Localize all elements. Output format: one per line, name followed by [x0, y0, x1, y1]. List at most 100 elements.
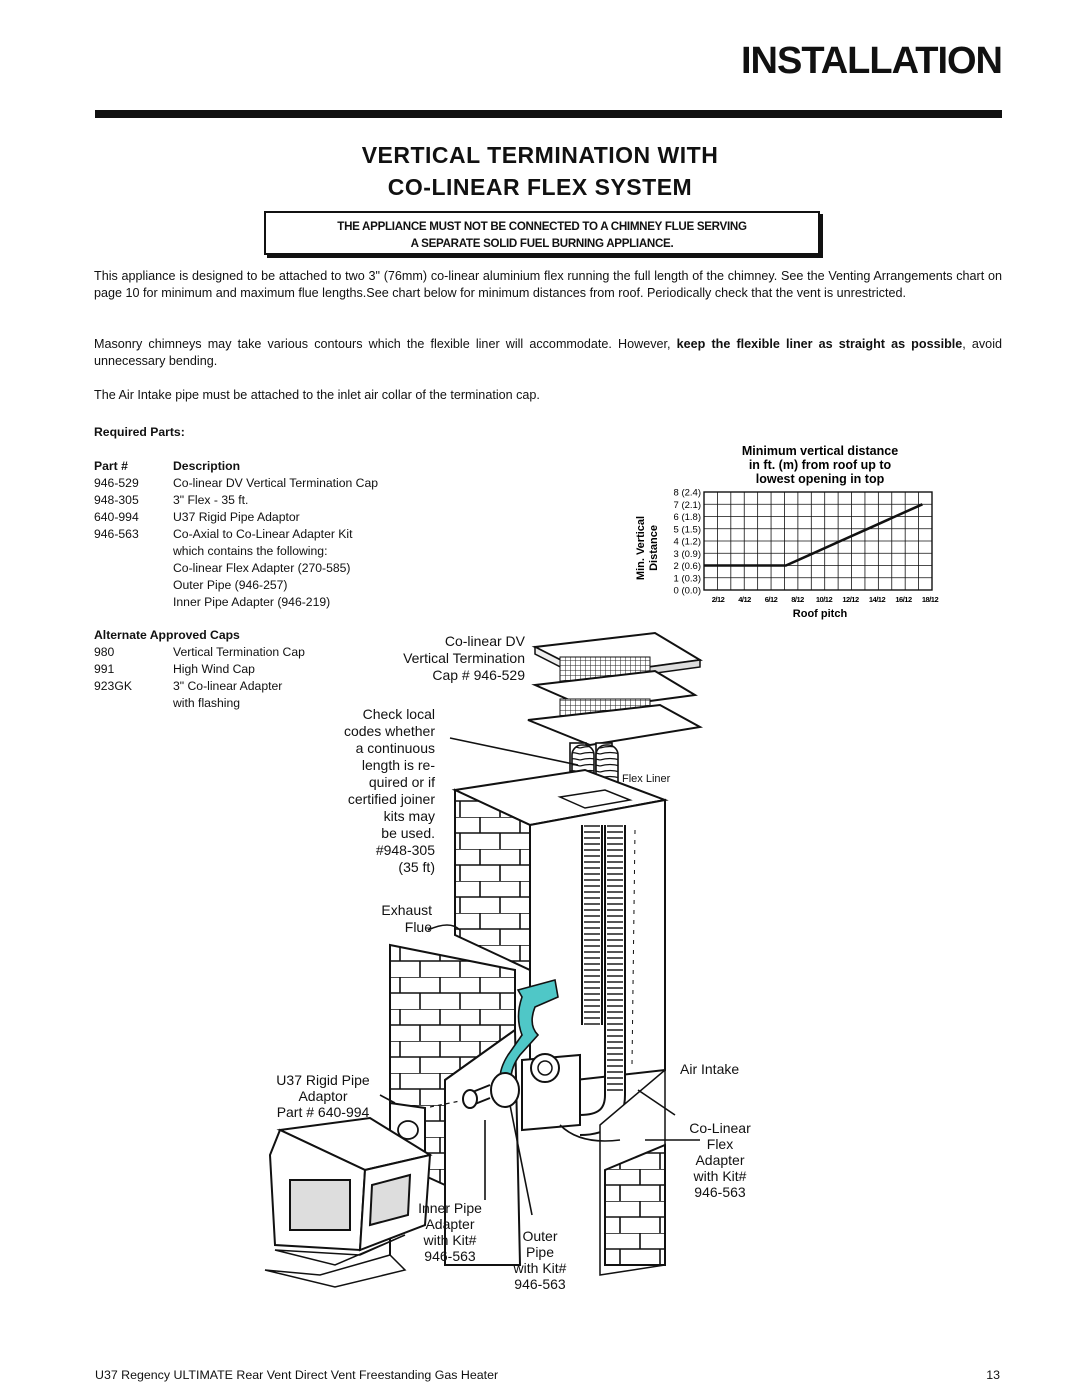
- section-title-line2: CO-LINEAR FLEX SYSTEM: [387, 174, 693, 200]
- part-description: 3" Co-linear Adapter: [173, 679, 283, 693]
- paragraph-air-intake: The Air Intake pipe must be attached to …: [94, 388, 540, 402]
- chart-y-tick-label: 6 (1.8): [674, 512, 701, 523]
- required-parts: Required Parts: Part # Description 946-5…: [94, 424, 454, 614]
- rigid-pipe-line3: Part # 640-994: [276, 1104, 370, 1120]
- header-rule: [95, 110, 1002, 118]
- codes-note-line: #948-305: [375, 842, 435, 858]
- chart-x-tick-label: 2/12: [712, 595, 725, 604]
- leader-lines: [379, 737, 700, 1216]
- chart-title-line2: in ft. (m) from roof up to: [749, 458, 892, 472]
- chart-y-tick-label: 1 (0.3): [674, 573, 701, 584]
- inner-pipe-line: Adapter: [425, 1216, 475, 1232]
- outer-pipe-line: 946-563: [514, 1276, 566, 1292]
- inner-pipe-line: 946-563: [424, 1248, 476, 1264]
- col-part-header: Part #: [94, 459, 128, 473]
- paragraph-masonry: Masonry chimneys may take various contou…: [94, 336, 1002, 370]
- rigid-pipe-line1: U37 Rigid Pipe: [276, 1072, 370, 1088]
- required-parts-heading: Required Parts:: [94, 425, 185, 439]
- part-description: Co-linear Flex Adapter (270-585): [173, 561, 351, 575]
- chart-x-tick-label: 8/12: [791, 595, 804, 604]
- chart-y-tick-label: 0 (0.0): [674, 586, 701, 597]
- paragraph-masonry-end: , avoid unnecessary bending.: [94, 337, 1002, 368]
- part-description: U37 Rigid Pipe Adaptor: [173, 510, 300, 524]
- flex-liner-label: Flex Liner: [622, 773, 671, 785]
- flex-liner-inner: [579, 825, 626, 1136]
- chart-y-tick-label: 3 (0.9): [674, 549, 701, 560]
- colinear-adapter-line: Co-Linear: [689, 1120, 751, 1136]
- chart-x-tick-label: 10/12: [816, 595, 833, 604]
- cap-label-line2: Vertical Termination: [403, 650, 525, 666]
- col-desc-header: Description: [173, 459, 241, 473]
- inner-pipe-label: Inner Pipe Adapter with Kit# 946-563: [400, 1200, 500, 1264]
- chart-y-tick-label: 4 (1.2): [674, 537, 701, 548]
- outer-pipe-label: Outer Pipe with Kit# 946-563: [490, 1228, 590, 1292]
- part-description: High Wind Cap: [173, 662, 255, 676]
- cap-label: Co-linear DV Vertical Termination Cap # …: [350, 633, 525, 684]
- chart-ylabel-line1: Min. Vertical: [635, 516, 647, 580]
- inner-pipe-line: Inner Pipe: [418, 1200, 482, 1216]
- chart-y-ticks: 0 (0.0)1 (0.3)2 (0.6)3 (0.9)4 (1.2)5 (1.…: [674, 488, 701, 597]
- fireplace-wall: [389, 943, 666, 1276]
- part-number: 946-563: [94, 527, 139, 541]
- chart-x-tick-label: 14/12: [869, 595, 886, 604]
- outer-pipe-line: Pipe: [525, 1244, 555, 1260]
- part-number: 946-529: [94, 476, 139, 490]
- chimney-installation-diagram: [264, 631, 704, 1288]
- exhaust-flue-line1: Exhaust: [381, 902, 432, 918]
- alternate-caps-heading: Alternate Approved Caps: [94, 628, 240, 642]
- part-number: 980: [94, 645, 115, 659]
- roof-distance-chart: Minimum vertical distance in ft. (m) fro…: [635, 444, 939, 620]
- chart-title-line3: lowest opening in top: [756, 472, 885, 486]
- codes-note-line: length is re-: [361, 757, 435, 773]
- inner-pipe-line: with Kit#: [423, 1232, 477, 1248]
- part-description: with flashing: [173, 696, 241, 710]
- part-description: Vertical Termination Cap: [173, 645, 305, 659]
- warning-line1: THE APPLIANCE MUST NOT BE CONNECTED TO A…: [337, 220, 747, 233]
- section-title-line1: VERTICAL TERMINATION WITH: [361, 142, 719, 168]
- alternate-caps: Alternate Approved Caps 980 Vertical Term…: [94, 627, 364, 717]
- codes-note-line: a continuous: [355, 740, 435, 756]
- footer-text: U37 Regency ULTIMATE Rear Vent Direct Ve…: [95, 1368, 499, 1382]
- outer-pipe-line: Outer: [522, 1228, 558, 1244]
- chart-x-tick-label: 16/12: [895, 595, 912, 604]
- colinear-adapter-label: Co-Linear Flex Adapter with Kit# 946-563: [670, 1120, 770, 1200]
- chart-y-tick-label: 8 (2.4): [674, 488, 701, 499]
- part-description: Outer Pipe (946-257): [173, 578, 288, 592]
- page-header-title: INSTALLATION: [741, 40, 1003, 82]
- chart-x-tick-label: 6/12: [765, 595, 778, 604]
- colinear-adapter-box: [521, 1053, 581, 1132]
- codes-note: Check local codes whether a continuous l…: [300, 706, 435, 876]
- codes-note-line: codes whether: [343, 723, 435, 739]
- outer-pipe-line: with Kit#: [513, 1260, 567, 1276]
- chart-y-tick-label: 7 (2.1): [674, 500, 701, 511]
- codes-note-line: certified joiner: [347, 791, 435, 807]
- chart-x-tick-label: 4/12: [738, 595, 751, 604]
- part-number: 640-994: [94, 510, 139, 524]
- chart-xlabel: Roof pitch: [793, 608, 848, 620]
- chart-title-line1: Minimum vertical distance: [742, 444, 898, 458]
- rigid-pipe-label: U37 Rigid Pipe Adaptor Part # 640-994: [253, 1072, 393, 1120]
- paragraph-intro: This appliance is designed to be attache…: [94, 269, 1002, 300]
- chart-ylabel-line2: Distance: [648, 525, 660, 571]
- chart-x-tick-label: 18/12: [922, 595, 939, 604]
- cap-label-line3: Cap # 946-529: [432, 667, 525, 683]
- codes-note-line: Check local: [362, 706, 435, 722]
- part-description: Co-Axial to Co-Linear Adapter Kit: [173, 527, 353, 541]
- part-number: 991: [94, 662, 115, 676]
- codes-note-line: quired or if: [368, 774, 435, 790]
- air-intake-label: Air Intake: [680, 1061, 740, 1077]
- codes-note-line: be used.: [381, 825, 435, 841]
- warning-line2: A SEPARATE SOLID FUEL BURNING APPLIANCE.: [410, 237, 674, 250]
- part-number: 923GK: [94, 679, 132, 693]
- chart-grid: [703, 491, 933, 591]
- colinear-adapter-line: with Kit#: [693, 1168, 747, 1184]
- colinear-adapter-line: Flex: [706, 1136, 734, 1152]
- part-number: 948-305: [94, 493, 139, 507]
- page-number: 13: [986, 1368, 1000, 1382]
- rigid-pipe-line2: Adaptor: [298, 1088, 348, 1104]
- chart-series: [703, 503, 923, 567]
- stove-drawing: [264, 1116, 433, 1288]
- warning-box: THE APPLIANCE MUST NOT BE CONNECTED TO A…: [264, 211, 820, 255]
- part-description: Inner Pipe Adapter (946-219): [173, 595, 331, 609]
